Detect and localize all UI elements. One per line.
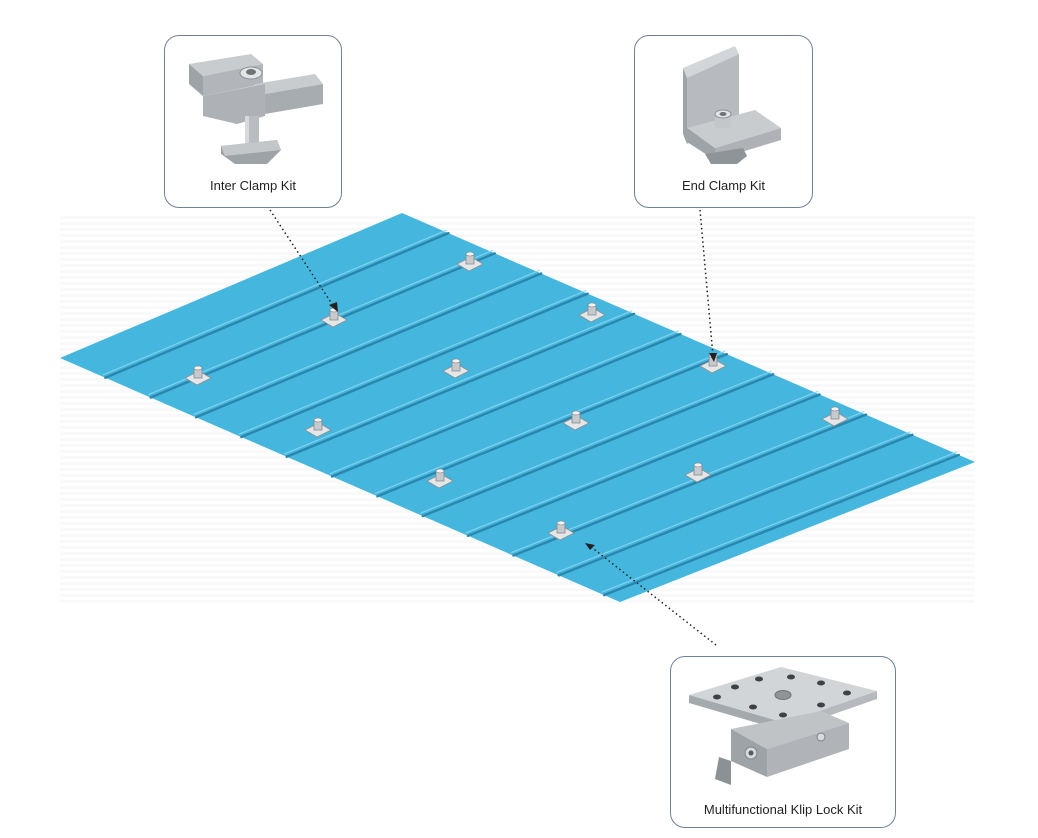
roof-rib-highlight bbox=[601, 451, 958, 593]
inter-clamp-kit-icon bbox=[189, 54, 323, 164]
roof-rib-highlight bbox=[329, 330, 679, 475]
roof-rib-highlight bbox=[374, 350, 726, 494]
roof-rib-highlight bbox=[465, 390, 819, 534]
roof-clamp bbox=[184, 365, 212, 386]
roof-rib-highlight bbox=[238, 290, 587, 435]
inter-clamp-leader bbox=[269, 209, 335, 308]
end-clamp-arrowhead bbox=[709, 353, 717, 362]
roof-clamp bbox=[426, 468, 454, 489]
roof-rib bbox=[104, 231, 450, 379]
inter-clamp-label: Inter Clamp Kit bbox=[210, 178, 296, 193]
roof-rib bbox=[240, 292, 589, 439]
roof-rib-highlight bbox=[510, 411, 865, 554]
roof-clamp bbox=[821, 406, 849, 427]
end-clamp-callout: End Clamp Kit bbox=[634, 35, 813, 208]
klip-lock-arrowhead bbox=[585, 543, 595, 550]
roof-rib bbox=[330, 332, 682, 478]
end-clamp-leader bbox=[699, 209, 714, 357]
roof-clamp bbox=[578, 302, 606, 323]
inter-clamp-callout: Inter Clamp Kit bbox=[164, 35, 342, 208]
leader-lines bbox=[269, 209, 717, 646]
roof-clamp bbox=[456, 251, 484, 272]
roof-rib-highlight bbox=[193, 269, 540, 415]
end-clamp-label: End Clamp Kit bbox=[681, 178, 766, 193]
roof-rib-highlight bbox=[284, 310, 633, 455]
roof-clamp bbox=[547, 520, 575, 541]
roof-rib-highlight bbox=[102, 229, 447, 376]
klip-lock-kit-icon bbox=[689, 667, 877, 785]
roof-rib-highlight bbox=[148, 249, 494, 396]
roof-rib bbox=[376, 352, 728, 498]
roof-clamp bbox=[442, 358, 470, 379]
roof-clamp bbox=[304, 417, 332, 438]
roof-rib bbox=[421, 373, 775, 518]
inter-clamp-arrowhead bbox=[329, 302, 338, 312]
roof-rib bbox=[466, 393, 821, 538]
roof-rib bbox=[149, 252, 496, 399]
roof-rib bbox=[602, 453, 960, 597]
roof-rib bbox=[285, 312, 636, 458]
leader-arrowheads bbox=[329, 302, 717, 550]
roof-clamps bbox=[184, 251, 849, 541]
roof-rib-highlight bbox=[556, 431, 911, 573]
roof-clamp bbox=[562, 410, 590, 431]
klip-lock-label: Multifunctional Klip Lock Kit bbox=[703, 802, 863, 817]
trapezoidal-roof-sheet bbox=[60, 213, 975, 602]
klip-lock-callout: Multifunctional Klip Lock Kit bbox=[670, 656, 896, 828]
roof-rib bbox=[557, 433, 914, 577]
roof-rib-highlight bbox=[420, 370, 772, 514]
roof-clamp bbox=[684, 462, 712, 483]
roof-rib bbox=[194, 272, 543, 419]
end-clamp-kit-icon bbox=[683, 46, 781, 164]
